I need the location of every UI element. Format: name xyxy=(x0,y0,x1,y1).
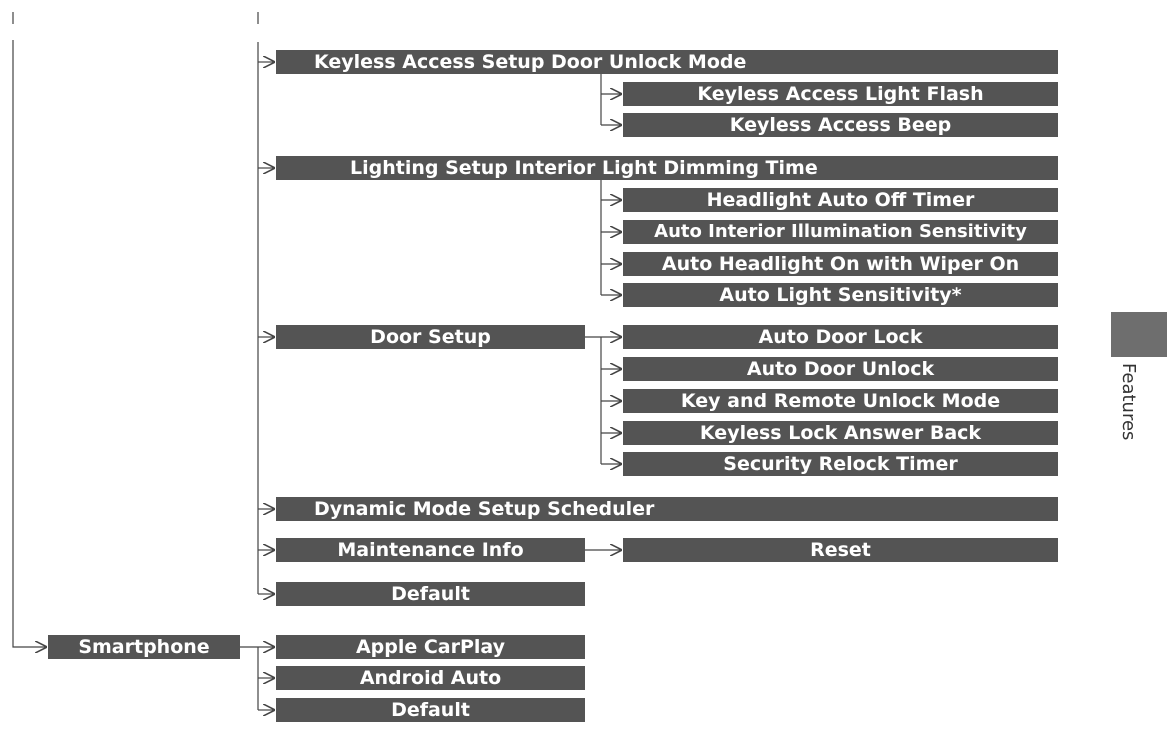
key-and-remote-unlock-mode-box: Key and Remote Unlock Mode xyxy=(623,389,1058,413)
default-box: Default xyxy=(276,582,585,606)
lighting-setup-interior-light-dimming-time-box: Lighting Setup Interior Light Dimming Ti… xyxy=(276,156,1058,180)
smartphone-box: Smartphone xyxy=(48,635,240,659)
headlight-auto-off-timer-box: Headlight Auto Off Timer xyxy=(623,188,1058,212)
reset-box: Reset xyxy=(623,538,1058,562)
android-auto-box: Android Auto xyxy=(276,666,585,690)
auto-door-lock-box: Auto Door Lock xyxy=(623,325,1058,349)
maintenance-info-box: Maintenance Info xyxy=(276,538,585,562)
apple-carplay-box: Apple CarPlay xyxy=(276,635,585,659)
keyless-access-beep-box: Keyless Access Beep xyxy=(623,113,1058,137)
auto-headlight-on-with-wiper-on-box: Auto Headlight On with Wiper On xyxy=(623,252,1058,276)
smartphone-default-box: Default xyxy=(276,698,585,722)
features-tab-block xyxy=(1111,312,1167,357)
security-relock-timer-box: Security Relock Timer xyxy=(623,452,1058,476)
auto-door-unlock-box: Auto Door Unlock xyxy=(623,357,1058,381)
keyless-access-light-flash-box: Keyless Access Light Flash xyxy=(623,82,1058,106)
keyless-access-setup-door-unlock-mode-box: Keyless Access Setup Door Unlock Mode xyxy=(276,50,1058,74)
door-setup-box: Door Setup xyxy=(276,325,585,349)
dynamic-mode-setup-scheduler-box: Dynamic Mode Setup Scheduler xyxy=(276,497,1058,521)
auto-light-sensitivity-box: Auto Light Sensitivity* xyxy=(623,283,1058,307)
keyless-lock-answer-back-box: Keyless Lock Answer Back xyxy=(623,421,1058,445)
auto-interior-illumination-sensitivity-box: Auto Interior Illumination Sensitivity xyxy=(623,220,1058,244)
features-tab-label: Features xyxy=(1118,363,1139,441)
